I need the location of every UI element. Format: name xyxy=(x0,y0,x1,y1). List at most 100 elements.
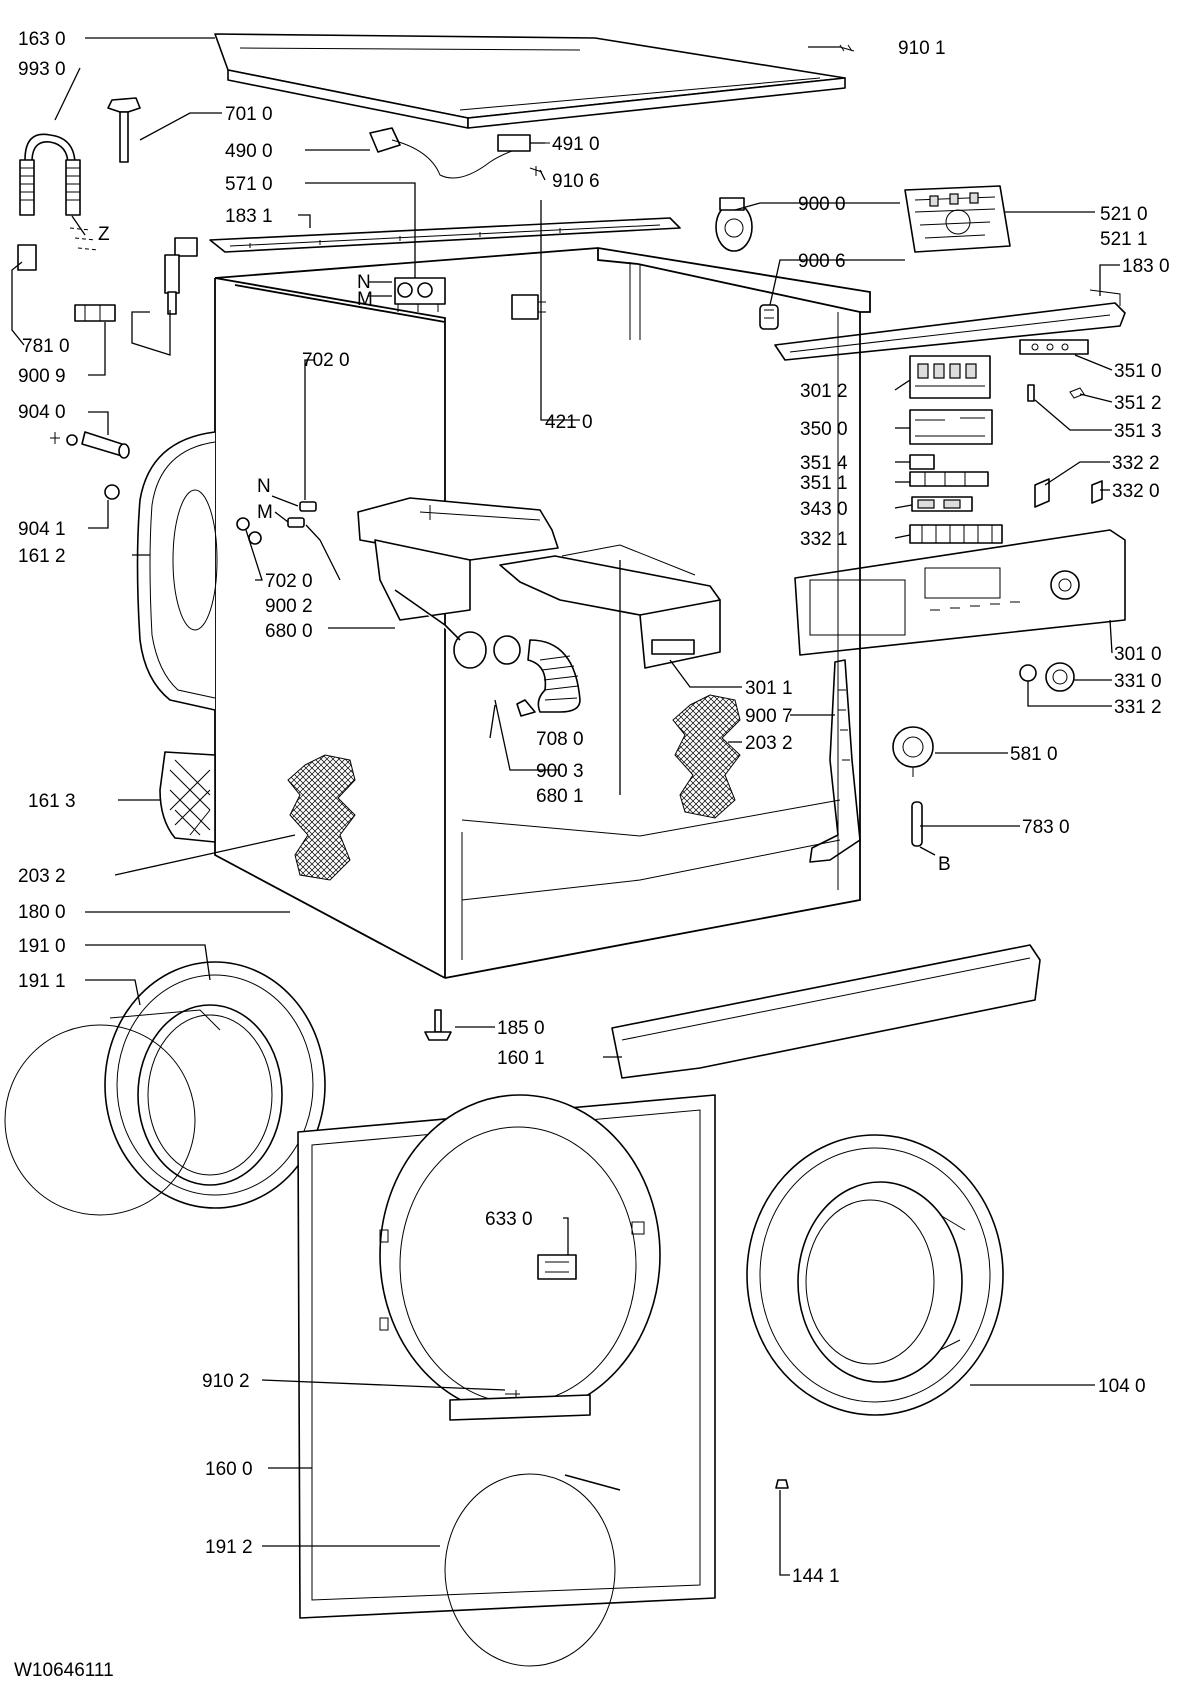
pressure-switch-shape xyxy=(892,726,934,777)
label-332-1: 332 1 xyxy=(800,529,848,550)
part-332-0-shape xyxy=(1091,480,1103,504)
label-581-0: 581 0 xyxy=(1010,744,1058,765)
label-910-1: 910 1 xyxy=(898,38,946,59)
label-910-2: 910 2 xyxy=(202,1371,250,1392)
screw-910-1-shape xyxy=(839,44,855,52)
part-783-0-shape xyxy=(911,801,923,847)
solenoid-valve-shape xyxy=(394,277,446,312)
part-904-0-shape xyxy=(50,431,130,459)
connector-m-shape xyxy=(287,517,305,528)
drain-bellow-shape xyxy=(493,635,581,717)
label-160-1: 160 1 xyxy=(497,1048,545,1069)
pressure-rod-shape xyxy=(107,97,141,163)
label-183-0: 183 0 xyxy=(1122,256,1170,277)
label-900-7: 900 7 xyxy=(745,706,793,727)
label-702-0-mid: 702 0 xyxy=(265,571,313,592)
label-910-6: 910 6 xyxy=(552,171,600,192)
label-191-2: 191 2 xyxy=(205,1537,253,1558)
label-900-9: 900 9 xyxy=(18,366,66,387)
power-cable-shape xyxy=(369,127,521,179)
label-680-1: 680 1 xyxy=(536,786,584,807)
label-203-2-left: 203 2 xyxy=(18,866,66,887)
part-number-labels: 163 0 993 0 701 0 490 0 571 0 183 1 Z N … xyxy=(14,29,1170,1681)
part-351-4-shape xyxy=(909,454,935,470)
kick-plate-shape xyxy=(611,944,1041,1079)
label-301-2: 301 2 xyxy=(800,381,848,402)
label-900-0: 900 0 xyxy=(798,194,846,215)
label-144-1: 144 1 xyxy=(792,1566,840,1587)
part-332-2-shape xyxy=(1034,478,1050,508)
part-350-0-shape xyxy=(909,409,993,445)
foam-pad-left-shape xyxy=(287,754,356,881)
label-343-0: 343 0 xyxy=(800,499,848,520)
filter-421-shape xyxy=(511,294,546,320)
label-301-0: 301 0 xyxy=(1114,644,1162,665)
label-203-2-right: 203 2 xyxy=(745,733,793,754)
label-633-0: 633 0 xyxy=(485,1209,533,1230)
letter-m-mid: M xyxy=(257,502,273,523)
part-shapes xyxy=(4,33,1126,1667)
part-351-3-shape xyxy=(1027,384,1035,402)
door-seal-shape xyxy=(104,961,326,1209)
leader-lines xyxy=(11,37,1120,1576)
part-351-2-shape xyxy=(1069,387,1085,399)
letter-n-top: N xyxy=(357,272,371,293)
label-900-3: 900 3 xyxy=(536,761,584,782)
screw-185-0-shape xyxy=(424,1009,452,1041)
front-panel-shape xyxy=(297,1094,716,1619)
dispenser-housing-shape xyxy=(357,497,559,669)
top-cover-shape xyxy=(214,33,846,129)
label-708-0: 708 0 xyxy=(536,729,584,750)
detergent-drawer-shape xyxy=(499,544,721,669)
label-900-2: 900 2 xyxy=(265,596,313,617)
clamp-ring-shape xyxy=(444,1473,621,1667)
label-185-0: 185 0 xyxy=(497,1018,545,1039)
clamp-900-2a-shape xyxy=(236,517,250,531)
label-701-0: 701 0 xyxy=(225,104,273,125)
part-351-0-shape xyxy=(1019,339,1089,355)
label-161-2: 161 2 xyxy=(18,546,66,567)
label-521-1: 521 1 xyxy=(1100,229,1148,250)
label-351-3: 351 3 xyxy=(1114,421,1162,442)
label-421-0: 421 0 xyxy=(545,412,593,433)
letter-b: B xyxy=(938,854,951,875)
part-904-1-shape xyxy=(104,484,120,500)
label-301-1: 301 1 xyxy=(745,678,793,699)
clamp-900-2b-shape xyxy=(248,531,262,545)
door-lock-shape xyxy=(537,1254,577,1280)
letter-z: Z xyxy=(98,224,110,245)
drawing-number: W10646111 xyxy=(14,1660,114,1681)
label-781-0: 781 0 xyxy=(22,336,70,357)
inlet-hose-shape xyxy=(17,133,99,271)
label-104-0: 104 0 xyxy=(1098,1376,1146,1397)
part-351-1-shape xyxy=(909,471,989,487)
label-351-0: 351 0 xyxy=(1114,361,1162,382)
part-332-1-shape xyxy=(909,524,1003,544)
label-160-0: 160 0 xyxy=(205,1459,253,1480)
label-332-2: 332 2 xyxy=(1112,453,1160,474)
label-351-1: 351 1 xyxy=(800,473,848,494)
label-191-0: 191 0 xyxy=(18,936,66,957)
label-183-1: 183 1 xyxy=(225,206,273,227)
label-350-0: 350 0 xyxy=(800,419,848,440)
label-180-0: 180 0 xyxy=(18,902,66,923)
wiring-harness-shape xyxy=(809,659,861,863)
label-351-2: 351 2 xyxy=(1114,393,1162,414)
foam-pad-right-shape xyxy=(672,694,741,819)
screw-910-2-shape xyxy=(505,1390,520,1398)
knob-shape xyxy=(1019,662,1075,692)
valve-assembly-shape xyxy=(164,237,198,315)
seal-outline-shape xyxy=(4,1024,196,1216)
part-144-1-shape xyxy=(775,1479,789,1489)
label-680-0: 680 0 xyxy=(265,621,313,642)
label-491-0: 491 0 xyxy=(552,134,600,155)
label-900-6: 900 6 xyxy=(798,251,846,272)
rear-gasket-shape xyxy=(136,431,218,711)
label-702-0-top: 702 0 xyxy=(302,350,350,371)
part-900-9-shape xyxy=(74,304,116,322)
label-993-0: 993 0 xyxy=(18,59,66,80)
connector-n-shape xyxy=(299,501,317,512)
label-351-4: 351 4 xyxy=(800,453,848,474)
label-783-0: 783 0 xyxy=(1022,817,1070,838)
